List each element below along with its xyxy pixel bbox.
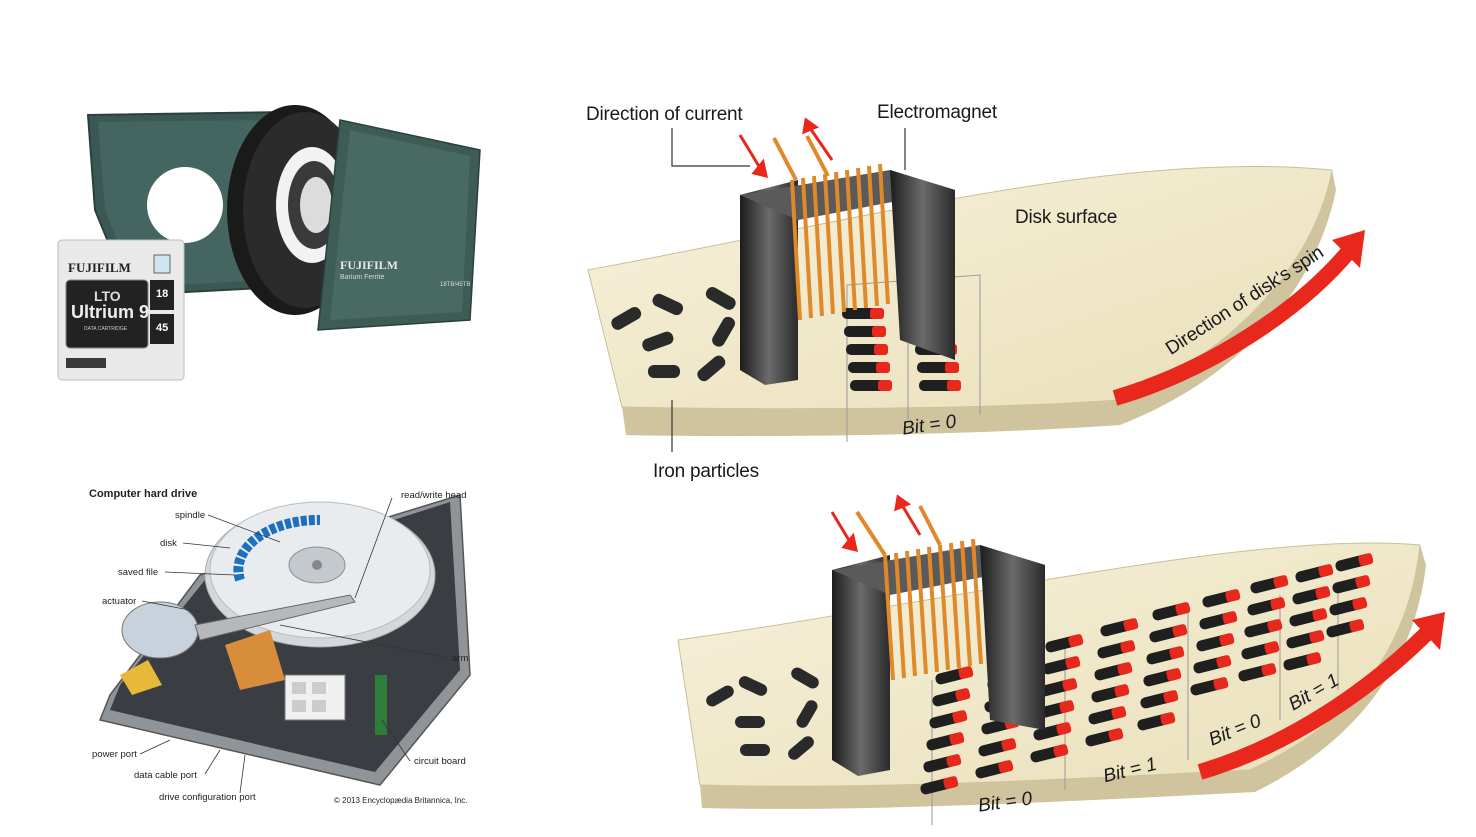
- label-spindle: spindle: [175, 510, 206, 521]
- label-saved-file: saved file: [118, 567, 159, 578]
- hard-drive-title: Computer hard drive: [89, 488, 198, 500]
- tape-product-line2: Ultrium 9: [71, 302, 150, 322]
- tape-product-line1: LTO: [94, 288, 121, 304]
- label-arm: arm: [452, 653, 469, 664]
- hard-drive-illustration: [98, 494, 471, 794]
- magnetic-recording-illustration: [587, 117, 1445, 825]
- magnetized-particle-pole: [1053, 744, 1069, 757]
- magnetized-particle-pole: [1267, 619, 1283, 632]
- magnetized-particle-pole: [1056, 722, 1072, 735]
- tape-product-sub: DATA CARTRIDGE: [84, 326, 128, 332]
- magnetized-particle-pole: [955, 688, 971, 701]
- tape-capacity-native: 18: [156, 288, 169, 300]
- magnetized-particle-pole: [1225, 589, 1241, 602]
- magnetized-particle-pole: [1318, 564, 1334, 577]
- magnetized-particle-pole: [1213, 677, 1229, 690]
- magnetic-recording-diagram: Direction of current Electromagnet Disk …: [560, 80, 1476, 837]
- tape-brand-back: FUJIFILM: [340, 258, 398, 272]
- label-data-cable-port: data cable port: [134, 770, 197, 781]
- magnetized-particle-pole: [1001, 738, 1017, 751]
- magnetized-particle-pole: [1270, 597, 1286, 610]
- magnetized-particle-pole: [1312, 608, 1328, 621]
- label-iron-particles: Iron particles: [653, 461, 759, 482]
- magnetized-particle-pole: [998, 760, 1014, 773]
- magnetized-particle-pole: [1273, 575, 1289, 588]
- magnetized-particle-pole: [958, 666, 974, 679]
- label-power-port: power port: [92, 749, 137, 760]
- magnetized-particle-pole: [1065, 656, 1081, 669]
- magnetized-particle-pole: [1062, 678, 1078, 691]
- magnetized-particle-pole: [1169, 646, 1185, 659]
- magnetized-particle-pole: [946, 754, 962, 767]
- magnetized-particle-pole: [1352, 597, 1368, 610]
- magnetized-particle-pole: [1261, 663, 1277, 676]
- magnetized-particle-pole: [1306, 652, 1322, 665]
- label-direction-of-current: Direction of current: [586, 104, 743, 125]
- magnetized-particle-pole: [1219, 633, 1235, 646]
- magnetized-particle-pole: [1111, 706, 1127, 719]
- magnetized-particle-pole: [1068, 634, 1084, 647]
- magnetized-particle-pole: [1117, 662, 1133, 675]
- magnetized-particle-pole: [1358, 553, 1374, 566]
- magnetized-particle-pole: [1123, 618, 1139, 631]
- label-disk: disk: [160, 538, 177, 549]
- magnetized-particle-pole: [952, 710, 968, 723]
- label-drive-configuration-port: drive configuration port: [159, 792, 256, 803]
- tape-back-capacity: 18TB/45TB: [440, 282, 471, 288]
- bottom-iron-particles: [920, 553, 1374, 795]
- magnetized-particle-pole: [1264, 641, 1280, 654]
- magnetized-particle-pole: [1160, 712, 1176, 725]
- tape-capacity-compressed: 45: [156, 322, 169, 334]
- magnetized-particle-pole: [1175, 602, 1191, 615]
- tape-media-type: Barium Ferrite: [340, 274, 385, 281]
- magnetized-particle-pole: [1114, 684, 1130, 697]
- magnetized-particle-pole: [1315, 586, 1331, 599]
- magnetized-particle-pole: [1166, 668, 1182, 681]
- magnetized-particle-pole: [1309, 630, 1325, 643]
- label-electromagnet: Electromagnet: [877, 102, 997, 123]
- magnetized-particle-pole: [1120, 640, 1136, 653]
- magnetized-particle-pole: [1059, 700, 1075, 713]
- tape-brand-front: FUJIFILM: [68, 260, 131, 275]
- magnetized-particle-pole: [1163, 690, 1179, 703]
- magnetized-particle-pole: [1108, 728, 1124, 741]
- magnetized-particle-pole: [943, 776, 959, 789]
- label-actuator: actuator: [102, 596, 137, 607]
- magnetized-particle-pole: [1222, 611, 1238, 624]
- magnetized-particle-pole: [1355, 575, 1371, 588]
- label-circuit-board: circuit board: [414, 756, 466, 767]
- magnetized-particle-pole: [1349, 619, 1365, 632]
- label-disk-surface: Disk surface: [1015, 207, 1118, 228]
- lto-tape-cartridge-photo: FUJIFILM LTO Ultrium 9 DATA CARTRIDGE 18…: [50, 90, 490, 390]
- britannica-credit: © 2013 Encyclopædia Britannica, Inc.: [334, 796, 468, 805]
- label-read-write-head: read/write head: [401, 490, 467, 501]
- magnetized-particle-pole: [1216, 655, 1232, 668]
- hard-drive-diagram: Computer hard drive read/write head spin…: [80, 480, 500, 820]
- magnetized-particle-pole: [949, 732, 965, 745]
- tape-cartridge-illustration: [57, 105, 481, 381]
- magnetized-particle-pole: [1172, 624, 1188, 637]
